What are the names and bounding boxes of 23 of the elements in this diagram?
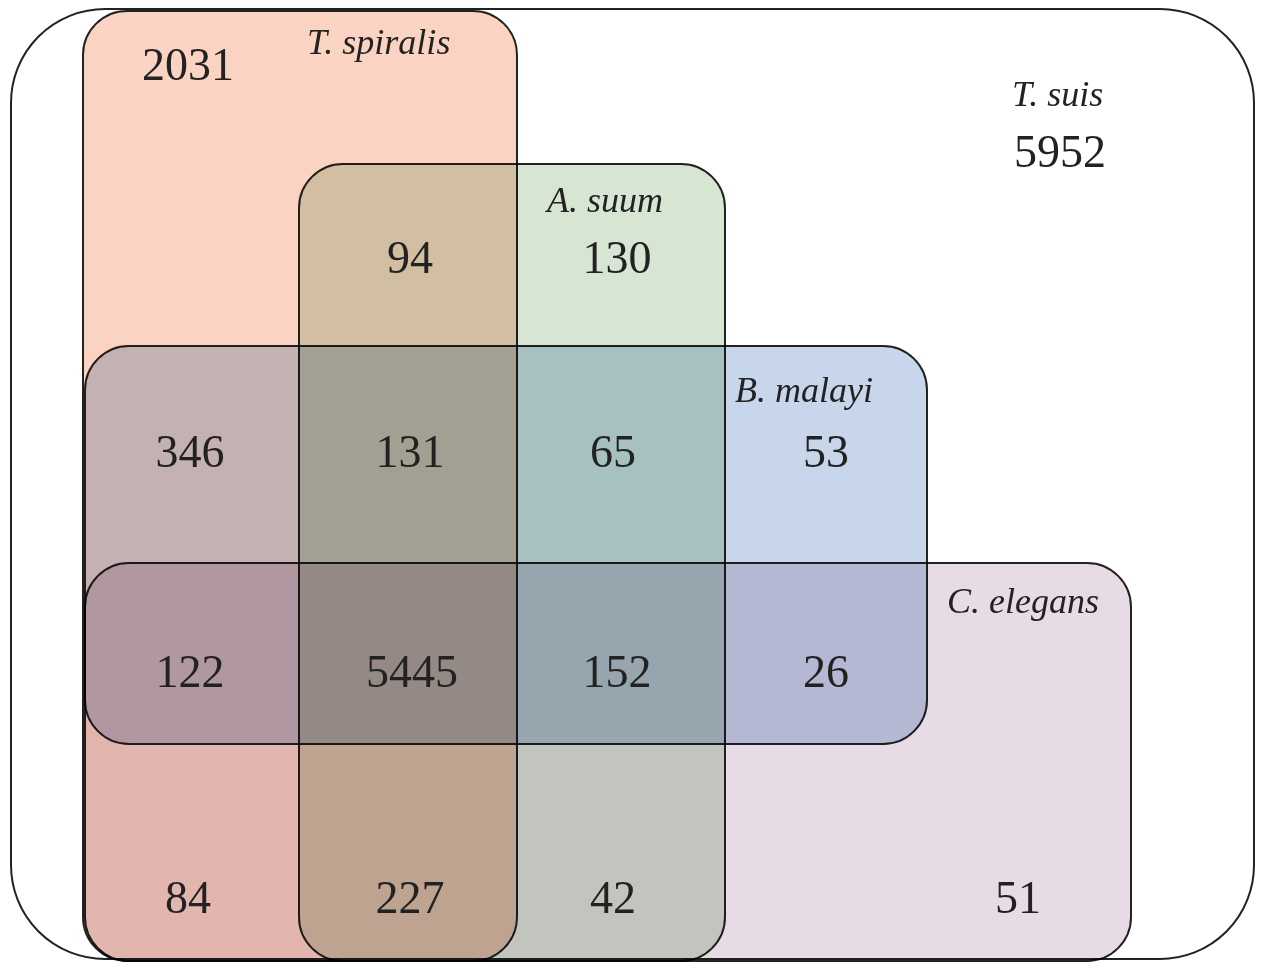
species-name: T. suis [1012, 76, 1104, 112]
count-label: 42 [590, 875, 636, 921]
count-label: 5445 [366, 649, 458, 695]
count-label: 53 [803, 429, 849, 475]
count-label: 152 [582, 649, 652, 695]
count-label: 131 [375, 429, 445, 475]
species-name: A. suum [547, 182, 663, 218]
species-name: B. malayi [735, 372, 873, 408]
count-label: 2031 [142, 42, 234, 88]
count-label: 5952 [1014, 129, 1106, 175]
venn-set-area [84, 562, 1132, 962]
count-label: 346 [155, 429, 225, 475]
count-label: 227 [375, 875, 445, 921]
venn-set-area [10, 8, 1255, 960]
count-label: 122 [155, 649, 225, 695]
count-label: 65 [590, 429, 636, 475]
count-label: 130 [582, 235, 652, 281]
count-label: 84 [165, 875, 211, 921]
species-name: T. spiralis [307, 24, 451, 60]
count-label: 51 [995, 875, 1041, 921]
species-name: C. elegans [947, 583, 1099, 619]
count-label: 26 [803, 649, 849, 695]
count-label: 94 [387, 235, 433, 281]
